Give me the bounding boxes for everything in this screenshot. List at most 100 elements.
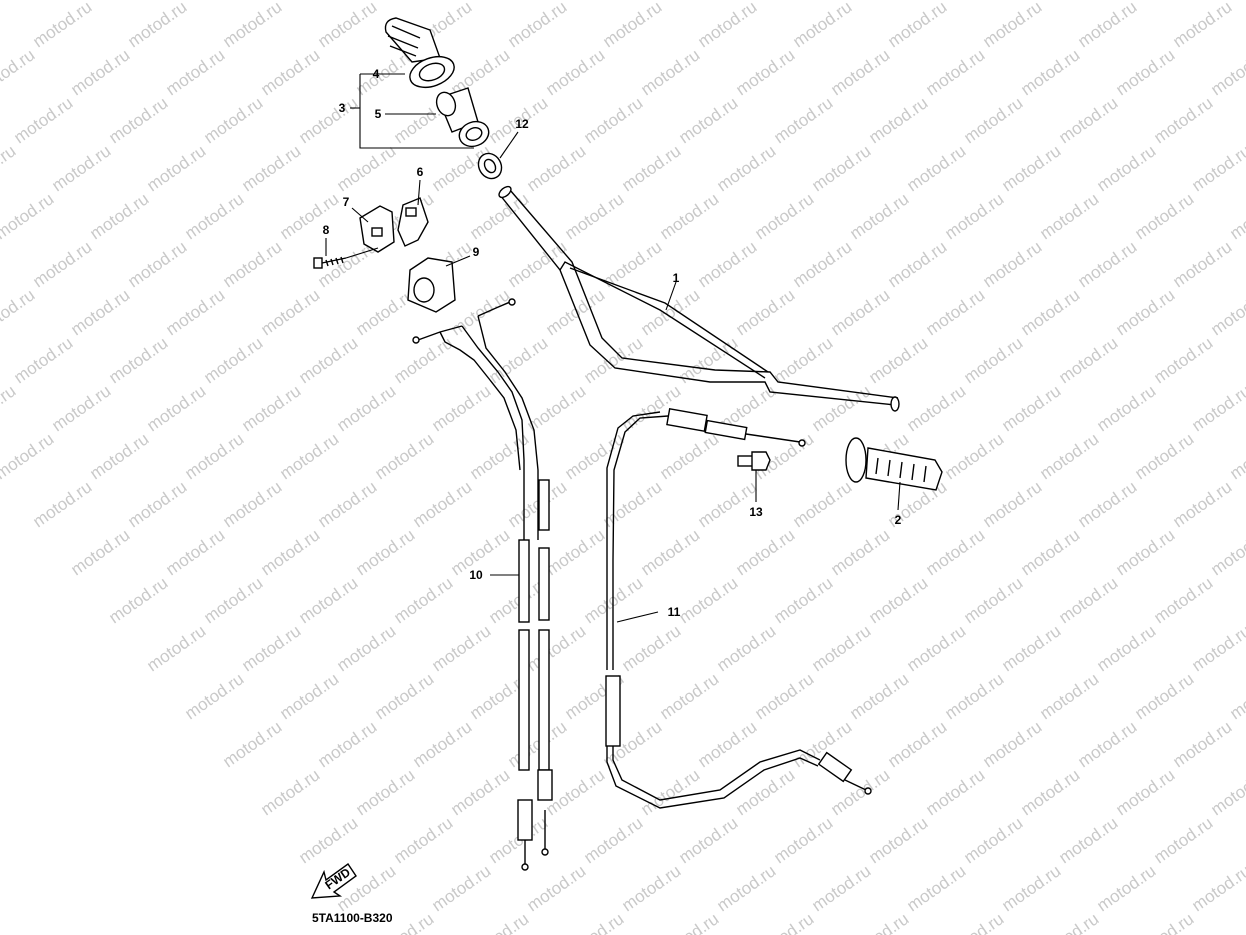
watermark-text: motod.ru (751, 189, 817, 243)
watermark-text: motod.ru (1169, 237, 1235, 291)
watermark-text: motod.ru (1207, 525, 1246, 579)
watermark-text: motod.ru (428, 621, 494, 675)
watermark-text: motod.ru (618, 621, 684, 675)
watermark-text: motod.ru (732, 525, 798, 579)
watermark-text: motod.ru (884, 0, 950, 51)
watermark-text: motod.ru (352, 525, 418, 579)
watermark-text: motod.ru (295, 93, 361, 147)
watermark-text: motod.ru (162, 45, 228, 99)
watermark-text: motod.ru (637, 525, 703, 579)
watermark-text: motod.ru (371, 429, 437, 483)
watermark-text: motod.ru (941, 669, 1007, 723)
watermark-text: motod.ru (656, 189, 722, 243)
watermark-text: motod.ru (941, 189, 1007, 243)
watermark-text: motod.ru (390, 333, 456, 387)
watermark-text: motod.ru (656, 669, 722, 723)
watermark-text: motod.ru (200, 93, 266, 147)
watermark-text: motod.ru (1112, 525, 1178, 579)
watermark-text: motod.ru (1226, 909, 1246, 935)
watermark-text: motod.ru (770, 813, 836, 867)
watermark-text: motod.ru (1017, 765, 1083, 819)
watermark-text: motod.ru (238, 381, 304, 435)
watermark-text: motod.ru (1131, 669, 1197, 723)
watermark-text: motod.ru (0, 0, 57, 3)
watermark-text: motod.ru (390, 573, 456, 627)
watermark-text: motod.ru (390, 813, 456, 867)
watermark-text: motod.ru (29, 0, 95, 51)
watermark-text: motod.ru (1131, 909, 1197, 935)
watermark-text: motod.ru (713, 861, 779, 915)
watermark-text: motod.ru (352, 765, 418, 819)
watermark-text: motod.ru (143, 381, 209, 435)
watermark-text: motod.ru (219, 717, 285, 771)
watermark-text: motod.ru (276, 669, 342, 723)
watermark-text: motod.ru (1036, 909, 1102, 935)
watermark-text: motod.ru (105, 573, 171, 627)
watermark-text: motod.ru (1055, 813, 1121, 867)
watermark-text: motod.ru (618, 381, 684, 435)
watermark-text: motod.ru (542, 45, 608, 99)
watermark-text: motod.ru (637, 765, 703, 819)
watermark-text: motod.ru (827, 45, 893, 99)
watermark-text: motod.ru (143, 141, 209, 195)
watermark-text: motod.ru (523, 141, 589, 195)
watermark-text: motod.ru (656, 429, 722, 483)
throttle-grip-assembly (384, 17, 490, 148)
watermark-text: motod.ru (0, 285, 38, 339)
watermark-text: motod.ru (998, 141, 1064, 195)
callout-11: 11 (668, 605, 681, 619)
watermark-text: motod.ru (960, 813, 1026, 867)
watermark-text: motod.ru (314, 717, 380, 771)
watermark-text: motod.ru (884, 717, 950, 771)
watermark-text: motod.ru (1074, 477, 1140, 531)
watermark-text: motod.ru (865, 333, 931, 387)
watermark-text: motod.ru (789, 237, 855, 291)
watermark-text: motod.ru (979, 477, 1045, 531)
watermark-text: motod.ru (922, 765, 988, 819)
watermark-text: motod.ru (1169, 717, 1235, 771)
watermark-text: motod.ru (504, 717, 570, 771)
watermark-text: motod.ru (0, 429, 57, 483)
watermark-text: motod.ru (219, 477, 285, 531)
watermark-text: motod.ru (1093, 381, 1159, 435)
watermark-text: motod.ru (618, 861, 684, 915)
watermark-text: motod.ru (504, 237, 570, 291)
watermark-text: motod.ru (371, 669, 437, 723)
watermark-text: motod.ru (751, 669, 817, 723)
watermark-text: motod.ru (903, 141, 969, 195)
watermark-text: motod.ru (846, 909, 912, 935)
callout-10: 10 (469, 568, 483, 582)
watermark-text: motod.ru (447, 765, 513, 819)
watermark-text: motod.ru (1188, 381, 1246, 435)
watermark-text: motod.ru (276, 429, 342, 483)
adjuster-bolt (737, 451, 771, 471)
watermark-text: motod.ru (922, 525, 988, 579)
watermark-text: motod.ru (960, 573, 1026, 627)
watermark-text: motod.ru (865, 93, 931, 147)
watermark-text: motod.ru (162, 525, 228, 579)
callout-6: 6 (417, 165, 424, 179)
watermark-text: motod.ru (86, 429, 152, 483)
callout-2: 2 (895, 513, 902, 527)
watermark-text: motod.ru (656, 0, 722, 3)
watermark-text: motod.ru (846, 189, 912, 243)
clutch-cable (605, 408, 872, 809)
watermark-text: motod.ru (1055, 93, 1121, 147)
watermark-text: motod.ru (105, 333, 171, 387)
watermark-text: motod.ru (694, 717, 760, 771)
watermark-text: motod.ru (1017, 45, 1083, 99)
watermark-text: motod.ru (1036, 189, 1102, 243)
callout-9: 9 (473, 245, 480, 259)
watermark-text: motod.ru (181, 429, 247, 483)
screw (313, 256, 347, 269)
watermark-text: motod.ru (846, 0, 912, 3)
watermark-text: motod.ru (1017, 285, 1083, 339)
watermark-text: motod.ru (1207, 285, 1246, 339)
watermark-text: motod.ru (770, 573, 836, 627)
watermark-text: motod.ru (162, 285, 228, 339)
watermark-text: motod.ru (998, 621, 1064, 675)
watermark-text: motod.ru (67, 525, 133, 579)
watermark-text: motod.ru (713, 621, 779, 675)
watermark-text: motod.ru (143, 621, 209, 675)
